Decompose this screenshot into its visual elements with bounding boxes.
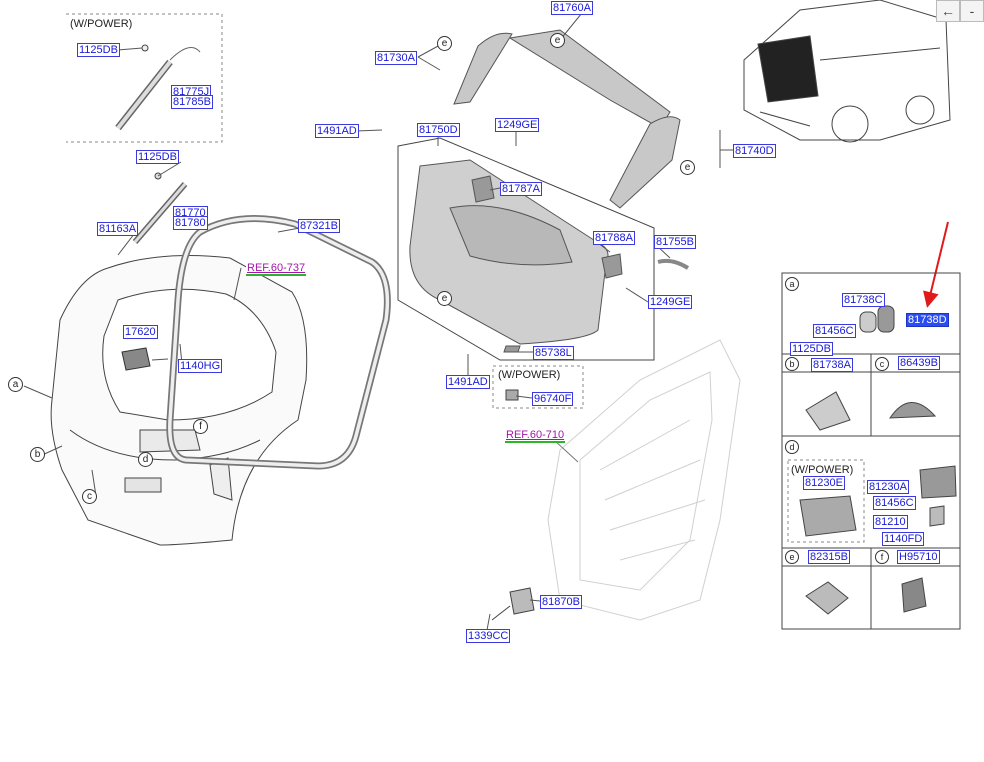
callout-e-right[interactable]: e xyxy=(680,160,695,175)
power-button-box xyxy=(492,365,584,409)
part-label-81755b[interactable]: 81755B xyxy=(654,235,696,249)
part-label-d-81210[interactable]: 81210 xyxy=(873,515,908,529)
part-label-d-1140fd[interactable]: 1140FD xyxy=(882,532,925,546)
part-label-81870b[interactable]: 81870B xyxy=(540,595,582,609)
callout-d[interactable]: d xyxy=(138,452,153,467)
cell-e-marker: e xyxy=(785,550,799,564)
note-wpower-center: (W/POWER) xyxy=(498,369,561,381)
ref-60-710-link[interactable]: REF.60-710 xyxy=(505,429,566,443)
power-strut-drawing xyxy=(115,44,201,131)
part-label-f-h95710[interactable]: H95710 xyxy=(897,550,940,564)
upper-trim-drawing xyxy=(453,29,690,270)
leader-lines xyxy=(23,7,733,631)
part-label-e-82315b[interactable]: 82315B xyxy=(808,550,850,564)
latch-81870B-drawing xyxy=(491,587,535,621)
part-label-1249ge-top[interactable]: 1249GE xyxy=(495,118,540,132)
inner-trim-box xyxy=(397,137,655,361)
part-label-1491ad-top[interactable]: 1491AD xyxy=(315,124,359,138)
callout-a[interactable]: a xyxy=(8,377,23,392)
callout-f[interactable]: f xyxy=(193,419,208,434)
part-label-87321b[interactable]: 87321B xyxy=(298,219,340,233)
part-label-1140hg[interactable]: 1140HG xyxy=(178,359,223,373)
note-wpower-d: (W/POWER) xyxy=(791,464,854,476)
part-label-1491ad-bot[interactable]: 1491AD xyxy=(446,375,490,389)
part-label-81750d[interactable]: 81750D xyxy=(417,123,460,137)
power-strut-detail-box xyxy=(66,13,223,143)
d-power-box xyxy=(787,459,865,543)
cell-b-marker: b xyxy=(785,357,799,371)
strut-drawing xyxy=(132,172,188,244)
part-label-81760a[interactable]: 81760A xyxy=(551,1,593,15)
part-label-81163a[interactable]: 81163A xyxy=(97,222,139,236)
part-label-81785b[interactable]: 81785B xyxy=(171,95,213,109)
part-label-17620[interactable]: 17620 xyxy=(123,325,158,339)
part-label-81740d[interactable]: 81740D xyxy=(733,144,776,158)
part-label-b-81738a[interactable]: 81738A xyxy=(811,358,853,372)
part-label-1249ge-bot[interactable]: 1249GE xyxy=(648,295,693,309)
back-button[interactable]: ← xyxy=(936,0,960,22)
power-button-drawing xyxy=(505,389,519,401)
part-label-a-1125db[interactable]: 1125DB xyxy=(790,342,833,356)
cell-a-marker: a xyxy=(785,277,799,291)
part-label-d-81230e[interactable]: 81230E xyxy=(803,476,845,490)
callout-b[interactable]: b xyxy=(30,447,45,462)
weatherstrip-drawing xyxy=(166,215,391,470)
note-wpower-top: (W/POWER) xyxy=(70,18,133,30)
cell-f-marker: f xyxy=(875,550,889,564)
cell-c-marker: c xyxy=(875,357,889,371)
callout-c[interactable]: c xyxy=(82,489,97,504)
pointer-arrow xyxy=(923,221,949,308)
next-button[interactable]: - xyxy=(960,0,984,22)
cell-d-marker: d xyxy=(785,440,799,454)
part-label-1125db-top[interactable]: 1125DB xyxy=(77,43,120,57)
part-label-a-81738d[interactable]: 81738D xyxy=(906,313,949,327)
part-label-a-81738c[interactable]: 81738C xyxy=(842,293,885,307)
part-label-81788a[interactable]: 81788A xyxy=(593,231,635,245)
part-17620-drawing xyxy=(121,347,151,371)
part-label-81787a[interactable]: 81787A xyxy=(500,182,542,196)
part-label-1339cc[interactable]: 1339CC xyxy=(466,629,511,643)
detail-drawings xyxy=(799,305,957,615)
part-label-1125db-mid[interactable]: 1125DB xyxy=(136,150,179,164)
part-label-d-81230a[interactable]: 81230A xyxy=(867,480,909,494)
inner-trim-drawing xyxy=(409,159,623,353)
body-structure-drawing xyxy=(547,339,741,621)
detail-grid xyxy=(781,272,961,630)
callout-e-trim[interactable]: e xyxy=(437,291,452,306)
vehicle-thumbnail xyxy=(743,0,951,143)
part-label-96740f[interactable]: 96740F xyxy=(532,392,574,406)
part-label-85738l[interactable]: 85738L xyxy=(533,346,574,360)
part-label-81780[interactable]: 81780 xyxy=(173,216,208,230)
ref-60-737-link[interactable]: REF.60-737 xyxy=(246,262,307,276)
part-label-81730a[interactable]: 81730A xyxy=(375,51,417,65)
part-label-a-81456c[interactable]: 81456C xyxy=(813,324,856,338)
callout-e-upper-left[interactable]: e xyxy=(437,36,452,51)
part-label-c-86439b[interactable]: 86439B xyxy=(898,356,940,370)
part-label-d-81456c[interactable]: 81456C xyxy=(873,496,916,510)
callout-e-upper-right[interactable]: e xyxy=(550,33,565,48)
